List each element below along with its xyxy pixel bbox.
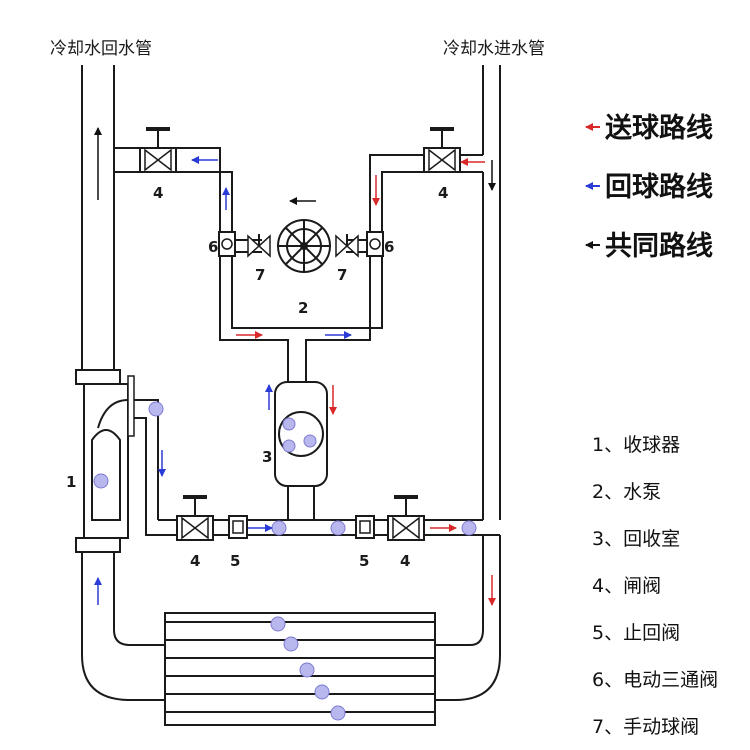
route-legend-return: 回球路线 <box>585 171 713 203</box>
check-valve-right <box>355 515 375 539</box>
component-legend-item: 5、止回阀 <box>592 622 680 644</box>
ball <box>299 662 315 678</box>
return-main-pipe <box>81 65 115 370</box>
route-legend-common: 共同路线 <box>585 230 713 262</box>
component-legend-item: 2、水泵 <box>592 481 661 503</box>
callout-4-bottom-left: 4 <box>190 552 200 570</box>
pump-suction-lines <box>232 239 370 253</box>
callout-5-right: 5 <box>359 552 369 570</box>
flow-arrows <box>94 127 496 606</box>
callout-5-left: 5 <box>230 552 240 570</box>
cleaning-balls <box>93 401 477 721</box>
gate-valve-bottom-right <box>387 495 425 541</box>
common-route-label: 共同路线 <box>605 230 713 262</box>
ball <box>93 473 109 489</box>
callout-6-right: 6 <box>384 238 394 256</box>
component-legend-item: 3、回收室 <box>592 528 680 550</box>
gate-valve-top-left <box>139 127 177 173</box>
component-legend-item: 1、收球器 <box>592 434 680 456</box>
ball <box>461 520 477 536</box>
route-legend-send: 送球路线 <box>585 112 713 144</box>
component-legend: 1、收球器 2、水泵 3、回收室 4、闸阀 5、止回阀 6、电动三通阀 7、手动… <box>592 434 718 738</box>
supply-pipe-label: 冷却水进水管 <box>443 39 545 59</box>
component-legend-item: 4、闸阀 <box>592 575 661 597</box>
ball <box>282 417 296 431</box>
check-valve-left <box>228 515 248 539</box>
ball-collector <box>75 369 135 553</box>
return-route-label: 回球路线 <box>605 171 713 203</box>
ball <box>148 401 164 417</box>
callout-3: 3 <box>262 448 272 466</box>
ball <box>330 520 346 536</box>
component-legend-item: 7、手动球阀 <box>592 716 699 738</box>
supply-main-pipe <box>482 65 501 520</box>
callout-6-left: 6 <box>208 238 218 256</box>
ball <box>282 439 296 453</box>
ball <box>271 520 287 536</box>
three-way-valve-left <box>218 231 236 257</box>
callout-4-top-right: 4 <box>438 184 448 202</box>
ball <box>270 616 286 632</box>
three-way-valve-right <box>366 231 384 257</box>
callout-2: 2 <box>298 299 308 317</box>
gate-valve-bottom-left <box>176 495 214 541</box>
ball <box>314 684 330 700</box>
pump-discharge-pipes <box>219 256 383 382</box>
return-pipe-label: 冷却水回水管 <box>50 39 152 59</box>
callout-1: 1 <box>66 473 76 491</box>
callout-7-right: 7 <box>337 266 347 284</box>
gate-valve-top-right <box>423 127 461 173</box>
ball-valve-left <box>247 234 271 258</box>
callout-4-bottom-right: 4 <box>400 552 410 570</box>
condenser-tube-bundle <box>164 612 436 726</box>
ball <box>330 705 346 721</box>
route-legend: 送球路线 回球路线 共同路线 <box>585 112 713 262</box>
component-legend-item: 6、电动三通阀 <box>592 669 718 691</box>
ball <box>283 636 299 652</box>
bottom-loop-pipe <box>81 535 501 701</box>
callout-7-left: 7 <box>255 266 265 284</box>
callout-4-top-left: 4 <box>153 184 163 202</box>
water-pump <box>277 219 331 273</box>
send-route-label: 送球路线 <box>605 112 713 144</box>
ball <box>303 434 317 448</box>
ball-valve-right <box>335 234 359 258</box>
chamber-lower-pipe <box>287 486 315 520</box>
